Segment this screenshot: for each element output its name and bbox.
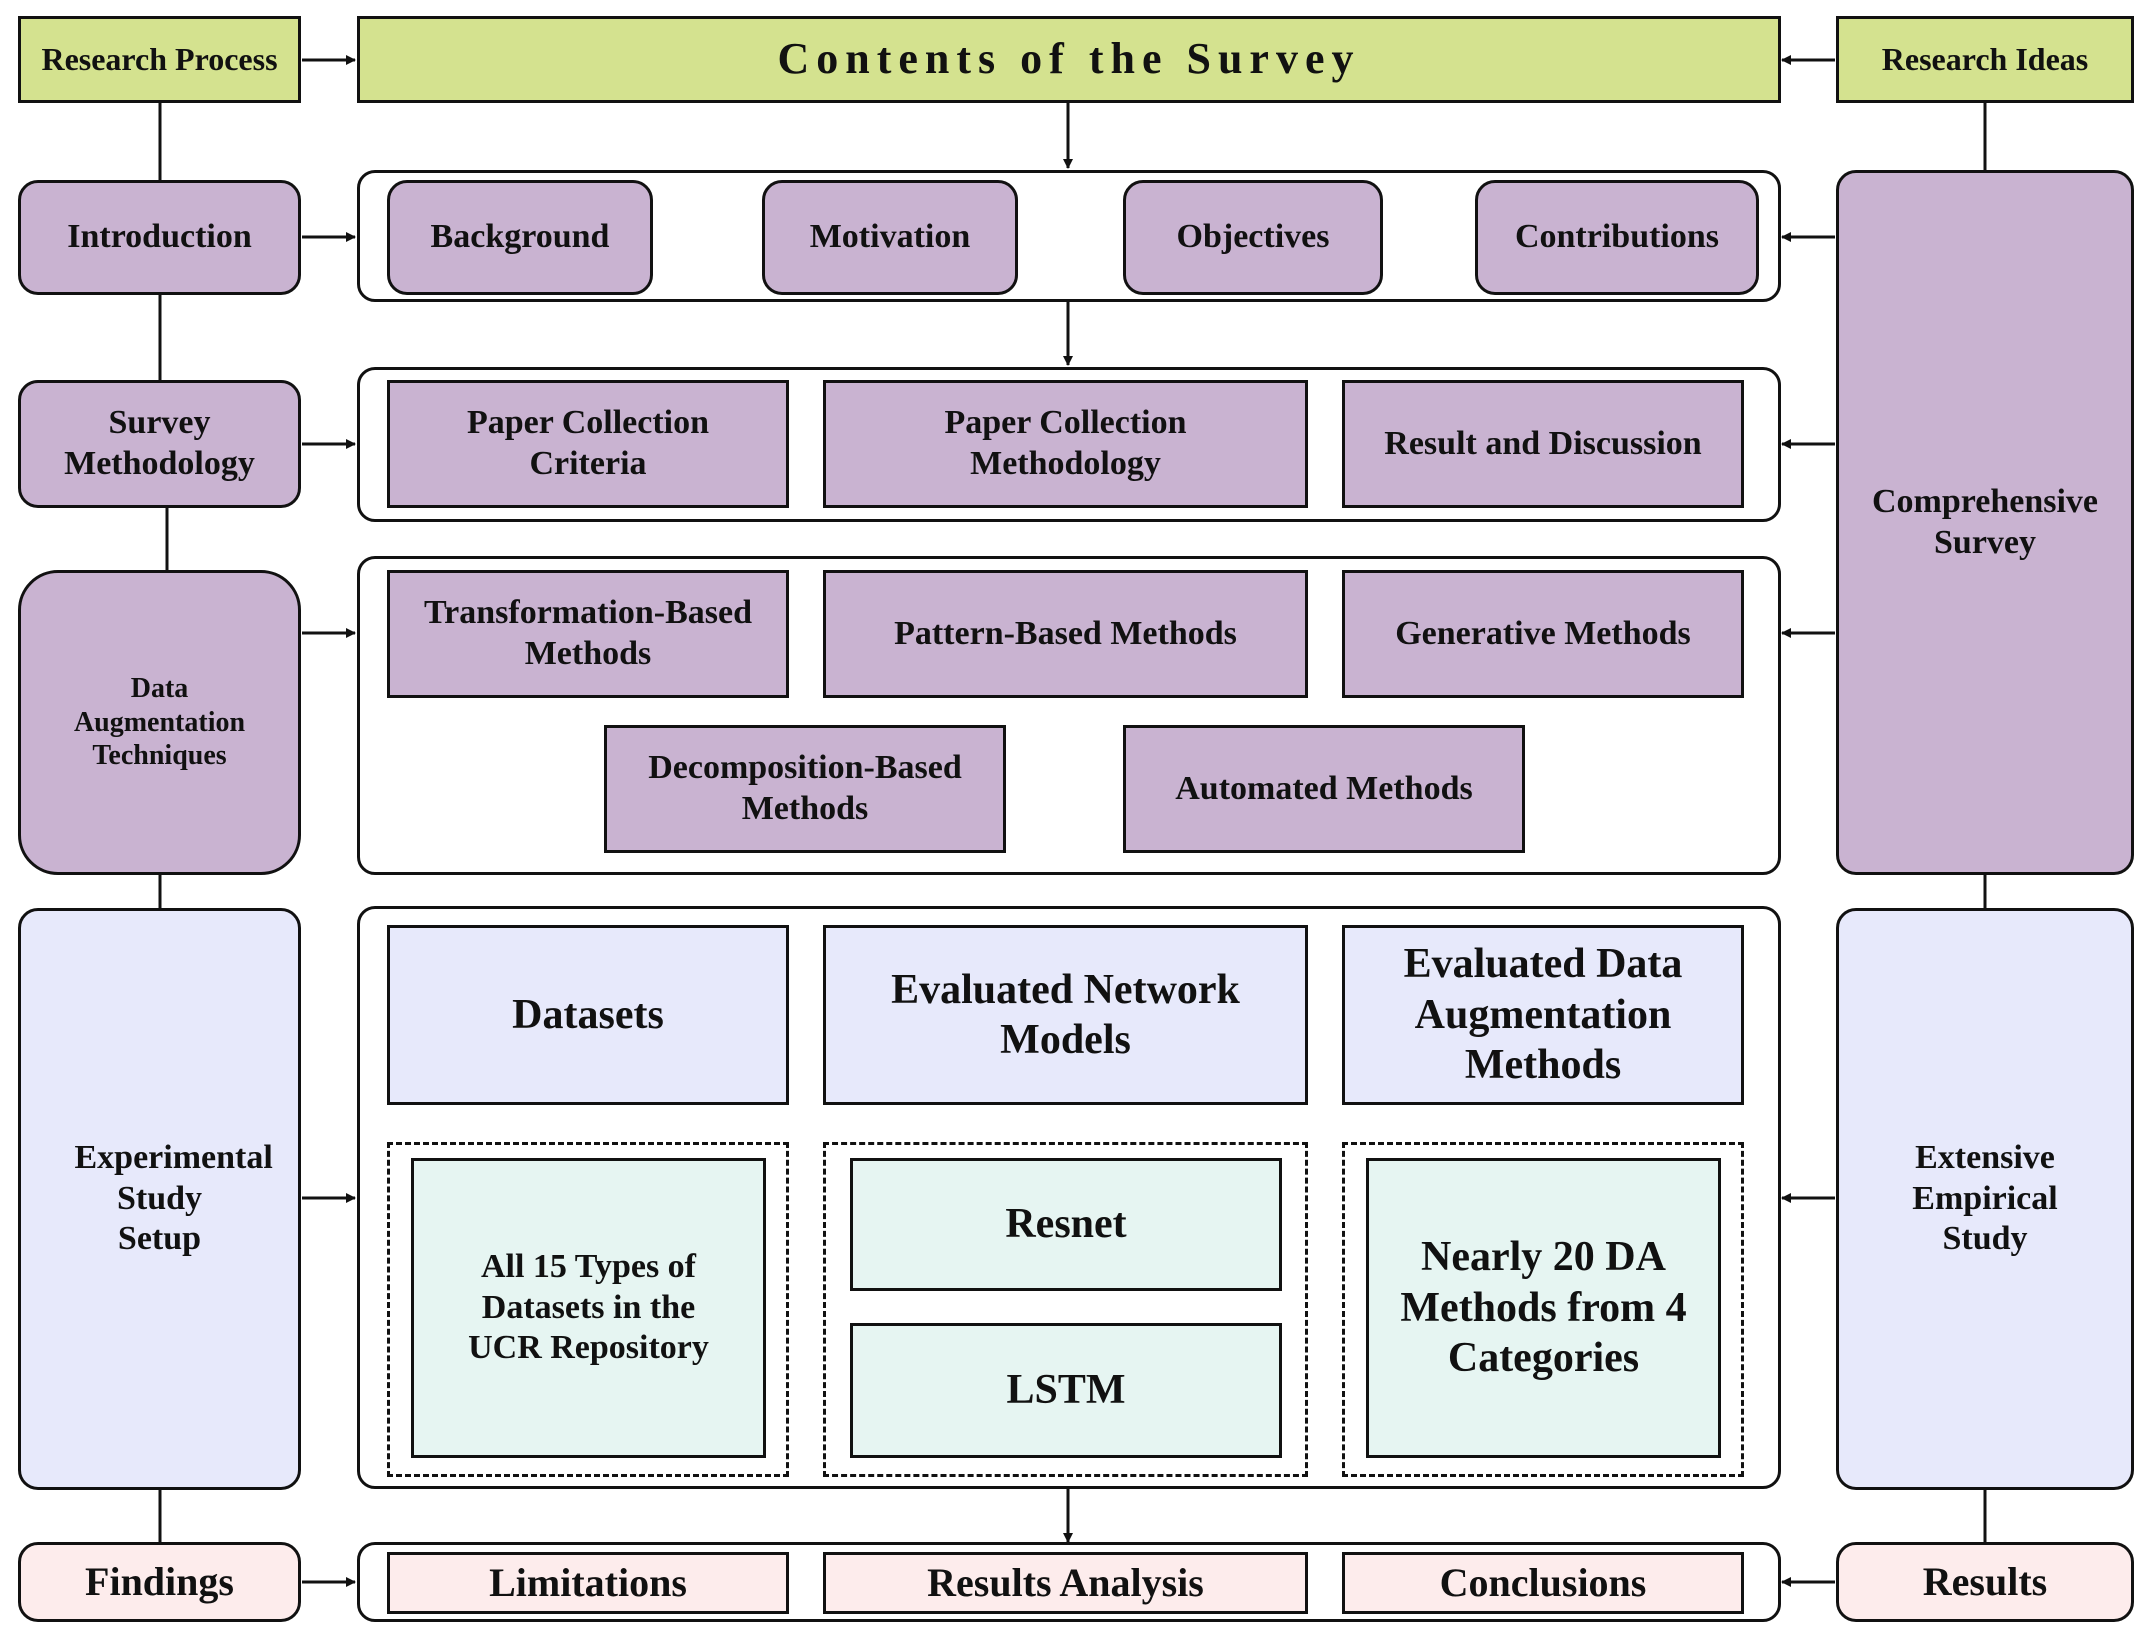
result-and-discussion-label: Result and Discussion: [1384, 424, 1702, 462]
data-augmentation-techniques-label: Data Augmentation Techniques: [73, 673, 246, 772]
comprehensive-survey-box: Comprehensive Survey: [1836, 170, 2134, 875]
results-analysis-box: Results Analysis: [823, 1552, 1308, 1614]
findings-box: Findings: [18, 1542, 301, 1622]
da-methods-header-label: Evaluated Data Augmentation Methods: [1403, 941, 1683, 1089]
datasets-header-label: Datasets: [512, 991, 664, 1038]
objectives-label: Objectives: [1176, 218, 1330, 256]
comprehensive-survey-label: Comprehensive Survey: [1871, 482, 2099, 561]
results-analysis-label: Results Analysis: [927, 1560, 1204, 1605]
datasets-header-box: Datasets: [387, 925, 789, 1105]
da-methods-count-box: Nearly 20 DA Methods from 4 Categories: [1366, 1158, 1721, 1458]
limitations-label: Limitations: [489, 1560, 687, 1605]
methods-group: [1342, 1142, 1744, 1477]
contributions-box: Contributions: [1475, 180, 1759, 295]
lstm-box: LSTM: [850, 1323, 1282, 1458]
ucr-datasets-box: All 15 Types of Datasets in the UCR Repo…: [411, 1158, 766, 1458]
ucr-datasets-label: All 15 Types of Datasets in the UCR Repo…: [468, 1247, 709, 1367]
background-box: Background: [387, 180, 653, 295]
decomposition-based-methods-label: Decomposition-Based Methods: [648, 749, 962, 827]
generative-methods-label: Generative Methods: [1395, 614, 1691, 652]
conclusions-box: Conclusions: [1342, 1552, 1744, 1614]
results-label: Results: [1922, 1559, 2048, 1604]
datasets-group: [387, 1142, 789, 1477]
pattern-based-methods-label: Pattern-Based Methods: [894, 614, 1237, 652]
da-methods-header-box: Evaluated Data Augmentation Methods: [1342, 925, 1744, 1105]
conclusions-label: Conclusions: [1439, 1560, 1647, 1605]
extensive-empirical-study-box: Extensive Empirical Study: [1836, 908, 2134, 1490]
survey-methodology-box: Survey Methodology: [18, 380, 301, 508]
transformation-based-methods-box: Transformation-Based Methods: [387, 570, 789, 698]
title-label: Contents of the Survey: [777, 34, 1361, 84]
network-models-header-box: Evaluated Network Models: [823, 925, 1308, 1105]
resnet-box: Resnet: [850, 1158, 1282, 1291]
survey-contents-title: Contents of the Survey: [357, 16, 1781, 103]
research-process-box: Research Process: [18, 16, 301, 103]
contributions-label: Contributions: [1514, 218, 1720, 256]
data-augmentation-techniques-box: Data Augmentation Techniques: [18, 570, 301, 875]
resnet-label: Resnet: [1005, 1201, 1127, 1248]
extensive-empirical-study-label: Extensive Empirical Study: [1912, 1138, 2058, 1258]
objectives-box: Objectives: [1123, 180, 1383, 295]
generative-methods-box: Generative Methods: [1342, 570, 1744, 698]
transformation-based-methods-label: Transformation-Based Methods: [423, 594, 753, 672]
results-box: Results: [1836, 1542, 2134, 1622]
experimental-study-setup-box: Experimental Study Setup: [18, 908, 301, 1490]
motivation-box: Motivation: [762, 180, 1018, 295]
paper-collection-methodology-box: Paper Collection Methodology: [823, 380, 1308, 508]
limitations-box: Limitations: [387, 1552, 789, 1614]
experimental-study-setup-label: Experimental Study Setup: [74, 1138, 273, 1258]
automated-methods-box: Automated Methods: [1123, 725, 1525, 853]
network-models-header-label: Evaluated Network Models: [891, 966, 1240, 1063]
findings-label: Findings: [85, 1559, 234, 1604]
result-and-discussion-box: Result and Discussion: [1342, 380, 1744, 508]
survey-methodology-label: Survey Methodology: [64, 404, 255, 482]
lstm-label: LSTM: [1006, 1367, 1126, 1414]
motivation-label: Motivation: [809, 218, 971, 256]
decomposition-based-methods-box: Decomposition-Based Methods: [604, 725, 1006, 853]
models-group: [823, 1142, 1308, 1477]
research-ideas-label: Research Ideas: [1881, 41, 2089, 78]
paper-collection-methodology-label: Paper Collection Methodology: [944, 404, 1187, 482]
paper-collection-criteria-box: Paper Collection Criteria: [387, 380, 789, 508]
background-label: Background: [430, 218, 610, 256]
automated-methods-label: Automated Methods: [1175, 769, 1473, 807]
introduction-box: Introduction: [18, 180, 301, 295]
research-ideas-box: Research Ideas: [1836, 16, 2134, 103]
paper-collection-criteria-label: Paper Collection Criteria: [466, 404, 710, 482]
research-process-label: Research Process: [41, 41, 278, 78]
pattern-based-methods-box: Pattern-Based Methods: [823, 570, 1308, 698]
da-methods-count-label: Nearly 20 DA Methods from 4 Categories: [1400, 1234, 1687, 1382]
introduction-label: Introduction: [67, 218, 252, 256]
